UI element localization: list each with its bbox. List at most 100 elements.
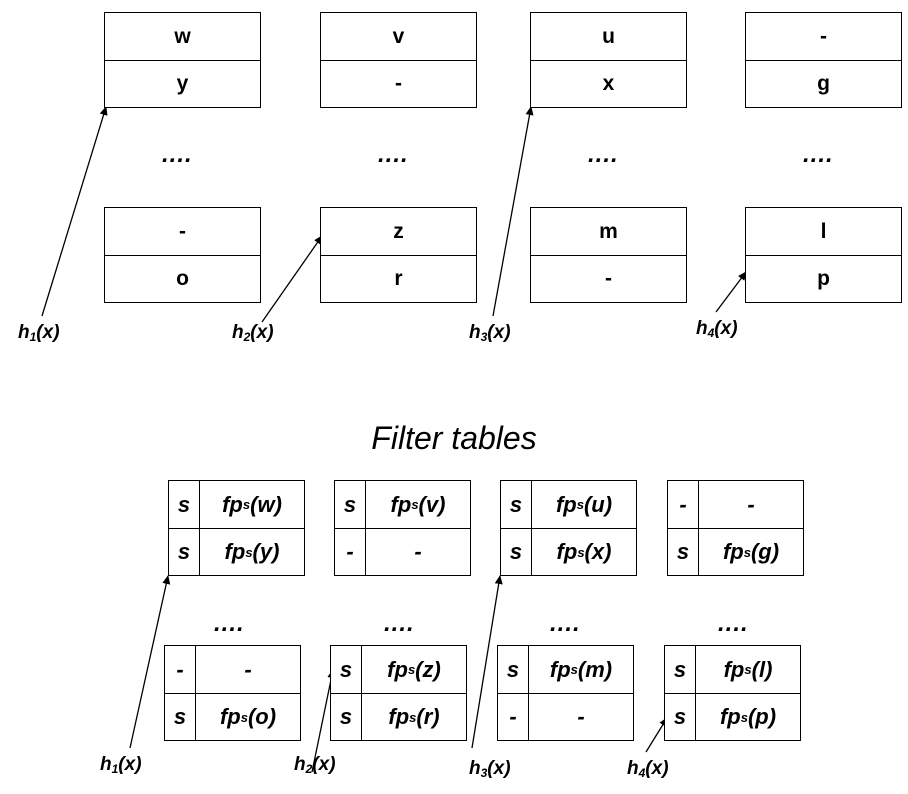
- ellipsis-dots: ....: [378, 141, 409, 168]
- hash-table-4-upper-block: -g: [745, 12, 902, 108]
- hash-pointer-arrow: [41, 106, 108, 317]
- filter-flag-cell: s: [331, 646, 362, 693]
- filter-flag-cell: s: [668, 529, 699, 575]
- filter-tables-title: Filter tables: [371, 420, 537, 456]
- hash-pointer-arrow: [261, 235, 323, 323]
- ellipsis-dots: ....: [718, 610, 749, 637]
- hash-table-cell: v: [392, 24, 405, 48]
- hash-table-cell: -: [820, 24, 827, 48]
- hash-function-label: h3(x): [469, 322, 511, 344]
- hash-table-2-upper-block: v-: [320, 12, 477, 108]
- hash-pointer-arrow: [471, 575, 503, 749]
- hash-pointer-arrow: [715, 271, 747, 313]
- hash-table-cell: w: [174, 24, 191, 48]
- hash-function-label: h3(x): [469, 758, 511, 780]
- hash-table-1-lower-block: -o: [104, 207, 261, 303]
- hash-table-3-lower-block: m-: [530, 207, 687, 303]
- hash-table-cell: u: [602, 24, 615, 48]
- hash-function-label: h2(x): [232, 322, 274, 344]
- filter-flag-cell: s: [501, 529, 532, 575]
- fingerprint-cell: -: [244, 656, 252, 682]
- hash-table-cell: y: [105, 60, 260, 107]
- filter-flag-cell: -: [165, 646, 196, 693]
- hash-table-cell: o: [105, 255, 260, 302]
- fingerprint-cell: -: [577, 704, 585, 729]
- filter-flag-cell: s: [498, 646, 529, 693]
- filter-flag-cell: s: [169, 481, 200, 528]
- hash-function-label: h4(x): [627, 758, 669, 780]
- filter-flag-cell: s: [169, 529, 200, 575]
- hash-table-cell: l: [820, 219, 827, 243]
- ellipsis-dots: ....: [550, 610, 581, 637]
- hash-pointer-arrow: [492, 106, 534, 317]
- filter-flag-cell: s: [665, 694, 696, 740]
- filter-table-row: --: [335, 528, 470, 575]
- hash-table-cell: r: [321, 255, 476, 302]
- hash-table-cell: -: [531, 255, 686, 302]
- ellipsis-dots: ....: [214, 610, 245, 637]
- hash-function-label: h2(x): [294, 754, 336, 776]
- fingerprint-cell: -: [414, 539, 422, 564]
- hash-pointer-arrow: [645, 717, 668, 753]
- hash-table-cell: p: [746, 255, 901, 302]
- ellipsis-dots: ....: [803, 141, 834, 168]
- hash-pointer-arrow: [129, 575, 171, 749]
- hash-pointer-arrow: [311, 669, 336, 773]
- filter-table-row: --: [668, 481, 803, 528]
- filter-table-row: --: [165, 646, 300, 693]
- filter-flag-cell: s: [335, 481, 366, 528]
- hash-function-label: h4(x): [696, 318, 738, 340]
- filter-table-row: --: [498, 693, 633, 740]
- hash-table-cell: m: [599, 219, 618, 243]
- filter-flag-cell: -: [668, 481, 699, 528]
- hash-function-label: h1(x): [18, 322, 60, 344]
- hash-table-cell: -: [321, 60, 476, 107]
- filter-flag-cell: s: [665, 646, 696, 693]
- hash-table-cell: z: [393, 219, 404, 243]
- hash-table-cell: -: [179, 219, 186, 243]
- filter-flag-cell: s: [331, 694, 362, 740]
- ellipsis-dots: ....: [384, 610, 415, 637]
- hash-table-cell: g: [746, 60, 901, 107]
- hash-function-label: h1(x): [100, 754, 142, 776]
- filter-flag-cell: -: [335, 529, 366, 575]
- ellipsis-dots: ....: [162, 141, 193, 168]
- ellipsis-dots: ....: [588, 141, 619, 168]
- fingerprint-cell: -: [747, 491, 755, 517]
